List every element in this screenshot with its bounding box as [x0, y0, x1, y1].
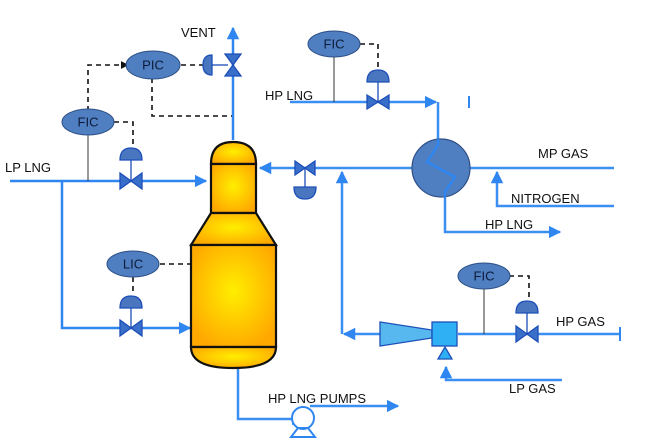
hp-lng-pumps-label: HP LNG PUMPS: [268, 391, 366, 406]
return-valve-actuator: [293, 186, 317, 200]
level-control-valve[interactable]: [119, 295, 143, 338]
exchanger-coil-visible: [425, 139, 457, 197]
hp-lng-pump[interactable]: [288, 406, 318, 438]
pic-label: PIC: [142, 58, 164, 73]
fic-gas-to-valve-signal: [509, 275, 530, 300]
pic-to-fic-signal: [87, 61, 129, 110]
lp-lng-label: LP LNG: [5, 160, 51, 175]
compressor[interactable]: [379, 321, 433, 347]
mp-gas-label: MP GAS: [538, 146, 589, 161]
level-valve-actuator: [119, 295, 143, 309]
fic-hp-to-valve-signal: [360, 43, 379, 68]
lp-gas-label: LP GAS: [509, 381, 556, 396]
fic-hp-label: FIC: [324, 37, 345, 52]
hp-gas-control-valve[interactable]: [515, 300, 539, 344]
hp-lng-outlet-line: [443, 192, 562, 239]
mixer[interactable]: [431, 321, 458, 347]
vent-control-valve[interactable]: [202, 53, 243, 77]
hp-lng-outlet-label: HP LNG: [485, 217, 533, 232]
lic-bubble[interactable]: LIC: [106, 250, 160, 278]
fic-lp-bubble[interactable]: FIC: [61, 108, 115, 136]
lic-label: LIC: [123, 257, 143, 272]
nitrogen-label: NITROGEN: [511, 191, 580, 206]
lp-lng-valve-actuator: [119, 147, 143, 161]
fic-gas-label: FIC: [474, 269, 495, 284]
vent-valve-actuator: [202, 54, 213, 76]
return-control-valve[interactable]: [293, 159, 317, 200]
nitrogen-line: [490, 170, 614, 208]
lp-gas-line: [439, 365, 562, 382]
vessel-bottom-line: [236, 368, 305, 426]
hp-gas-valve-actuator: [515, 300, 539, 314]
lp-gas-nozzle: [436, 345, 454, 360]
hp-lng-control-valve[interactable]: [366, 69, 390, 111]
reflux-vessel: [189, 140, 278, 370]
hp-gas-label: HP GAS: [556, 314, 605, 329]
vent-label: VENT: [181, 25, 216, 40]
fic-gas-bubble[interactable]: FIC: [457, 262, 511, 290]
fic-lp-label: FIC: [78, 115, 99, 130]
pic-measure-signal: [151, 78, 232, 117]
heat-exchanger[interactable]: [411, 138, 471, 198]
hp-lng-inlet-label: HP LNG: [265, 88, 313, 103]
hp-lng-valve-actuator: [366, 69, 390, 83]
lp-lng-control-valve[interactable]: [119, 147, 143, 191]
lp-lng-bypass-line: [60, 181, 192, 335]
pic-bubble[interactable]: PIC: [125, 50, 181, 80]
fic-lp-to-valve-signal: [114, 121, 134, 145]
fic-hp-bubble[interactable]: FIC: [307, 30, 361, 58]
